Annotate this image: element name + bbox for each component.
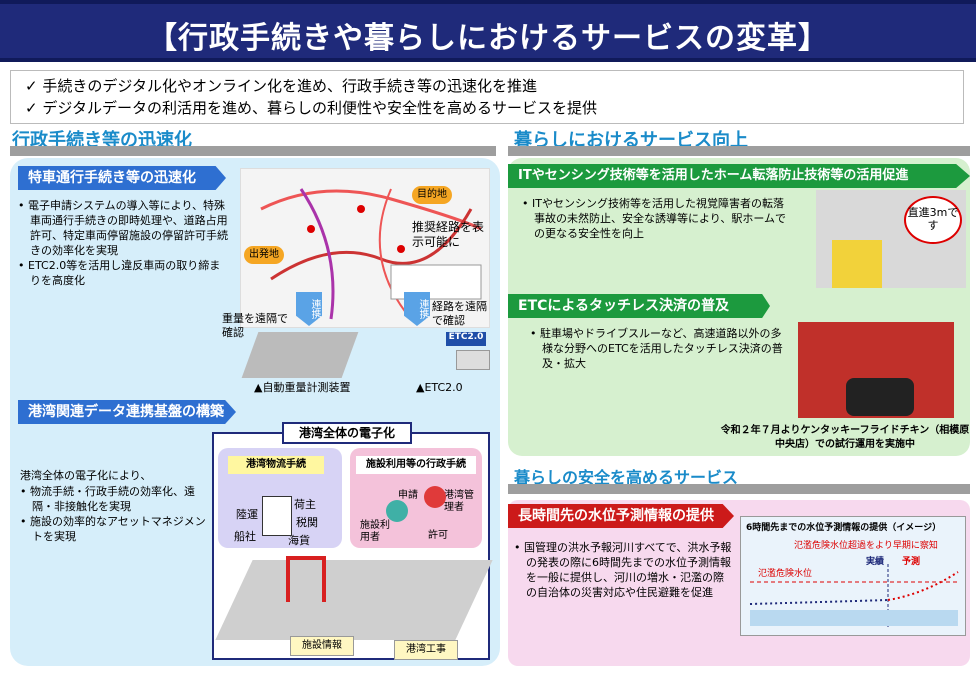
route-remote-caption: 経路を遠隔で確認 bbox=[432, 300, 487, 327]
page-title: 【行政手続きや暮らしにおけるサービスの変革】 bbox=[147, 21, 829, 56]
guidance-bubble: 直進3mです bbox=[904, 196, 962, 244]
etc-payment-bullets: 駐車場やドライブスルーなど、高速道路以外の多様な分野へのETCを活用したタッチレ… bbox=[530, 326, 790, 371]
divider bbox=[10, 146, 496, 156]
crane-icon bbox=[286, 556, 326, 602]
logistics-label: 船社 bbox=[234, 530, 256, 543]
admin-label: 許可 bbox=[428, 530, 448, 541]
tactile-paving bbox=[832, 240, 882, 288]
divider bbox=[508, 484, 970, 494]
tag-water-level: 長時間先の水位予測情報の提供 bbox=[508, 504, 734, 528]
divider bbox=[508, 146, 970, 156]
list-item: ITやセンシング技術等を活用した視覚障害者の転落事故の未然防止、安全な誘導等によ… bbox=[522, 196, 790, 241]
water-chart-title: 6時間先までの水位予測情報の提供（イメージ） bbox=[746, 523, 942, 533]
logistics-label: 荷主 bbox=[294, 498, 316, 511]
water-level-svg bbox=[749, 564, 959, 628]
tag-port-data: 港湾関連データ連携基盤の構築 bbox=[18, 400, 236, 424]
list-item: 駐車場やドライブスルーなど、高速道路以外の多様な分野へのETCを活用したタッチレ… bbox=[530, 326, 790, 371]
special-vehicle-bullets: 電子申請システムの導入等により、特殊車両通行手続きの即時処理や、道路占用許可、特… bbox=[18, 198, 228, 288]
port-bullets: 物流手続・行政手続の効率化、遠隔・非接触化を実現 施設の効率的なアセットマネジメ… bbox=[20, 484, 210, 544]
list-item: 国管理の洪水予報河川すべてで、洪水予報の発表の際に6時間先までの水位予測情報を一… bbox=[514, 540, 734, 600]
etc-sign: ETC2.0 bbox=[446, 332, 486, 346]
port-illustration bbox=[215, 560, 493, 640]
title-banner: 【行政手続きや暮らしにおけるサービスの変革】 bbox=[0, 0, 976, 62]
safety-section-title: 暮らしの安全を高めるサービス bbox=[514, 468, 739, 487]
car-image bbox=[846, 378, 914, 416]
admin-title: 施設利用等の行政手続 bbox=[356, 456, 476, 474]
intro-bullet: デジタルデータの利活用を進め、暮らしの利便性や安全性を高めるサービスを提供 bbox=[25, 97, 949, 119]
tag-etc-payment: ETCによるタッチレス決済の普及 bbox=[508, 294, 770, 318]
route-map-svg bbox=[260, 188, 482, 320]
intro-bullets: 手続きのデジタル化やオンライン化を進め、行政手続き等の迅速化を推進 デジタルデー… bbox=[10, 70, 964, 124]
route-caption: 推奨経路を表示可能に bbox=[412, 220, 485, 249]
danger-level-label: 氾濫危険水位 bbox=[758, 569, 813, 579]
logistics-label: 海貨 bbox=[288, 534, 310, 547]
list-item: 施設の効率的なアセットマネジメントを実現 bbox=[20, 514, 210, 544]
destination-marker: 目的地 bbox=[412, 186, 452, 204]
logistics-label: 陸運 bbox=[236, 508, 258, 521]
port-diagram-title: 港湾全体の電子化 bbox=[282, 422, 412, 444]
document-icon bbox=[262, 496, 292, 536]
etc-caption: 令和２年７月よりケンタッキーフライドチキン（相模原中央店）での試行運用を実施中 bbox=[720, 425, 970, 450]
etc-truck-image bbox=[456, 350, 490, 370]
user-icon bbox=[386, 500, 408, 522]
intro-bullet: 手続きのデジタル化やオンライン化を進め、行政手続き等の迅速化を推進 bbox=[25, 75, 949, 97]
list-item: 電子申請システムの導入等により、特殊車両通行手続きの即時処理や、道路占用許可、特… bbox=[18, 198, 228, 258]
weight-device-image bbox=[241, 332, 359, 378]
weight-device-label: ▲自動重量計測装置 bbox=[254, 381, 351, 394]
logistics-title: 港湾物流手続 bbox=[228, 456, 324, 474]
left-section-title: 行政手続き等の迅速化 bbox=[12, 130, 192, 151]
actual-label: 実績 bbox=[866, 557, 885, 567]
logistics-label: 税関 bbox=[296, 516, 318, 529]
facility-info-label: 施設情報 bbox=[290, 636, 354, 656]
port-works-label: 港湾工事 bbox=[394, 640, 458, 660]
origin-marker: 出発地 bbox=[244, 246, 284, 264]
manager-icon bbox=[424, 486, 446, 508]
weight-caption: 重量を遠隔で確認 bbox=[222, 312, 288, 339]
tag-special-vehicle: 特車通行手続き等の迅速化 bbox=[18, 166, 226, 190]
right-section-title: 暮らしにおけるサービス向上 bbox=[514, 130, 748, 151]
platform-bullets: ITやセンシング技術等を活用した視覚障害者の転落事故の未然防止、安全な誘導等によ… bbox=[522, 196, 790, 241]
tag-platform-safety: ITやセンシング技術等を活用したホーム転落防止技術等の活用促進 bbox=[508, 164, 970, 188]
forecast-label: 予測 bbox=[902, 557, 921, 567]
port-intro: 港湾全体の電子化により、 bbox=[20, 469, 152, 482]
admin-label: 施設利用者 bbox=[360, 520, 390, 543]
list-item: ETC2.0等を活用し違反車両の取り締まりを高度化 bbox=[18, 258, 228, 288]
warn-text: 氾濫危険水位超過をより早期に察知 bbox=[794, 541, 938, 551]
admin-label: 港湾管理者 bbox=[444, 490, 474, 513]
list-item: 物流手続・行政手続の効率化、遠隔・非接触化を実現 bbox=[20, 484, 210, 514]
admin-label: 申請 bbox=[398, 490, 418, 501]
etc-device-label: ▲ETC2.0 bbox=[416, 381, 463, 394]
water-level-bullets: 国管理の洪水予報河川すべてで、洪水予報の発表の際に6時間先までの水位予測情報を一… bbox=[514, 540, 734, 600]
